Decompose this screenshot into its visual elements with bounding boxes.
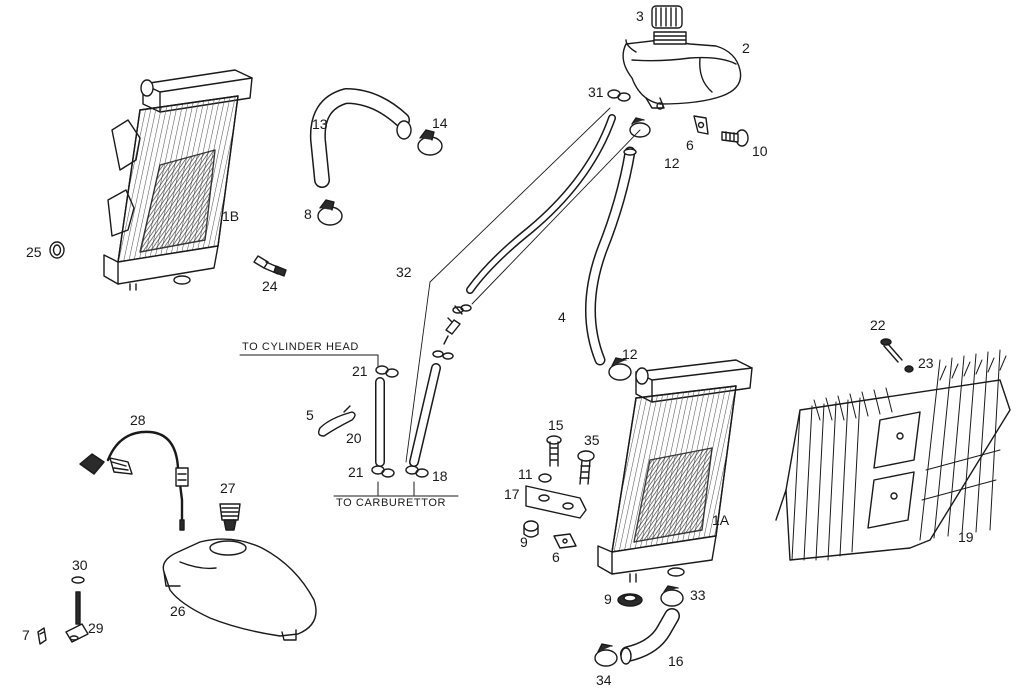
callout-29: 29 (88, 620, 104, 636)
callout-2: 2 (742, 40, 750, 56)
part-15-screw (546, 435, 562, 467)
callout-32: 32 (396, 264, 412, 280)
callout-15: 15 (548, 417, 564, 433)
part-11-washer (538, 473, 552, 483)
part-34-clamp (594, 643, 618, 667)
callout-33: 33 (690, 587, 706, 603)
part-12-clamp-lower (608, 357, 632, 381)
callout-7: 7 (22, 627, 30, 643)
part-21-clip-top (375, 365, 399, 378)
part-32-overflow-hose (432, 114, 616, 360)
callout-16: 16 (668, 653, 684, 669)
part-16-hose (620, 608, 680, 665)
callout-5: 5 (306, 407, 314, 423)
part-27-plug (219, 503, 241, 531)
part-29-level-sensor (65, 591, 89, 643)
callout-12-top: 12 (664, 155, 680, 171)
part-18-hose (409, 363, 441, 467)
callout-28: 28 (130, 412, 146, 428)
callout-3: 3 (636, 8, 644, 24)
callout-6-top: 6 (686, 137, 694, 153)
part-3-filler-cap (651, 5, 687, 45)
callout-1a: 1A (712, 512, 730, 528)
part-28-wiring-harness (79, 430, 189, 531)
radiator-1b (103, 69, 253, 291)
part-23-nut (904, 365, 914, 373)
callout-10: 10 (752, 143, 768, 159)
callout-9-middle: 9 (520, 534, 528, 550)
callout-34: 34 (596, 672, 612, 688)
callout-27: 27 (220, 480, 236, 496)
callout-14: 14 (432, 115, 448, 131)
part-6-nut-top (693, 115, 709, 135)
callout-18: 18 (432, 468, 448, 484)
callout-17: 17 (504, 486, 520, 502)
part-7-clip (37, 627, 47, 645)
part-33-clamp (660, 585, 684, 607)
callout-25: 25 (26, 244, 42, 260)
callout-22: 22 (870, 317, 886, 333)
callout-26: 26 (170, 603, 186, 619)
part-2-expansion-tank (622, 39, 742, 110)
part-22-screw (880, 338, 903, 363)
part-17-bracket (525, 485, 587, 519)
callout-11: 11 (518, 466, 533, 482)
part-14-clamp (417, 129, 443, 156)
part-6-nut-middle (553, 533, 577, 549)
part-12-clamp-top (629, 117, 651, 138)
part-35-screw (577, 450, 595, 485)
radiator-1a (597, 359, 753, 583)
part-9-grommet-lower (617, 593, 643, 607)
callout-12-lower: 12 (622, 346, 638, 362)
part-26-tank (162, 538, 317, 641)
part-31-clip (607, 89, 631, 102)
to-cylinder-head-label: TO CYLINDER HEAD (242, 341, 359, 353)
part-30-seal (71, 576, 85, 584)
part-25-o-ring (49, 241, 65, 259)
part-4-hose (584, 146, 637, 366)
callout-21-bottom: 21 (348, 464, 364, 480)
callout-8: 8 (304, 206, 312, 222)
callout-4: 4 (558, 309, 566, 325)
part-9-grommet-middle (523, 520, 539, 538)
part-10-screw (721, 129, 749, 147)
part-5-strap (317, 405, 356, 437)
callout-21-top: 21 (352, 363, 368, 379)
to-carburettor-label: TO CARBURETTOR (336, 497, 447, 509)
part-24-temperature-sensor (253, 255, 287, 277)
callout-20: 20 (346, 430, 362, 446)
callout-31: 31 (588, 84, 604, 100)
callout-19: 19 (958, 529, 974, 545)
callout-24: 24 (262, 278, 278, 294)
callout-30: 30 (72, 557, 88, 573)
callout-23: 23 (918, 355, 934, 371)
part-19-radiator-grille (775, 349, 1011, 561)
callout-13: 13 (312, 116, 328, 132)
part-18-clip (405, 465, 429, 478)
part-8-clamp (317, 199, 343, 226)
part-21-clip-bottom (371, 465, 395, 478)
part-13-hose (309, 88, 412, 188)
callout-9-lower: 9 (604, 591, 612, 607)
callout-6-middle: 6 (552, 549, 560, 565)
callout-1b: 1B (222, 208, 240, 224)
callout-35: 35 (584, 432, 600, 448)
